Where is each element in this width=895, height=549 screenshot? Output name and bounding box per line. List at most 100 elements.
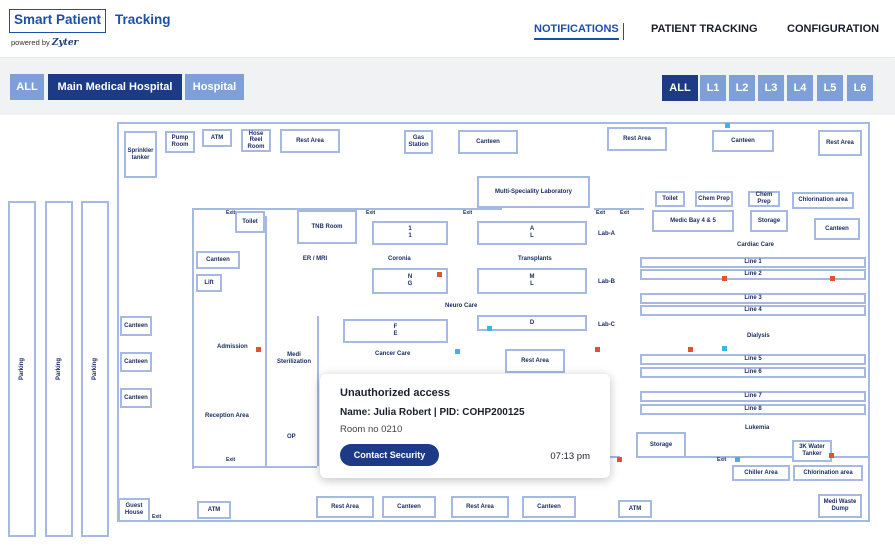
room-label: Multi-Speciality Laboratory — [494, 188, 572, 195]
room-label: Canteen — [397, 503, 421, 510]
room-label: Rest Area — [826, 139, 854, 146]
room-tnb[interactable]: TNB Room — [297, 210, 357, 244]
patient-marker[interactable] — [487, 326, 492, 331]
room-canteen-left[interactable]: Canteen — [196, 251, 240, 269]
room-toilet-left[interactable]: Toilet — [235, 211, 265, 233]
location-filter-main-medical-hospital[interactable]: Main Medical Hospital — [48, 74, 182, 100]
room-label: Canteen — [537, 503, 561, 510]
level-filter-l4[interactable]: L4 — [787, 75, 813, 101]
room-label: Canteen — [825, 225, 849, 232]
room-canteen-l3[interactable]: Canteen — [120, 388, 152, 408]
room-chiller-area[interactable]: Chiller Area — [732, 465, 790, 481]
room-line-6[interactable]: Line 6 — [640, 367, 866, 378]
room-label: Rest Area — [296, 137, 324, 144]
room-chlorination-top[interactable]: Chlorination area — [792, 192, 854, 209]
room-multi-speciality-lab[interactable]: Multi-Speciality Laboratory — [477, 176, 590, 208]
room-atm-bottom-left[interactable]: ATM — [197, 501, 231, 519]
room-canteen-l1[interactable]: Canteen — [120, 316, 152, 336]
room-label: Guest House — [124, 503, 144, 516]
nav-configuration[interactable]: CONFIGURATION — [787, 23, 880, 35]
room-er-mri[interactable]: ER / MRI — [295, 253, 335, 265]
room-atm-bottom-right[interactable]: ATM — [618, 500, 652, 518]
room-canteen-b2[interactable]: Canteen — [522, 496, 576, 518]
alert-marker[interactable] — [437, 272, 442, 277]
room-chlorination-bottom[interactable]: Chlorination area — [793, 465, 863, 481]
floor-map[interactable]: Parking Parking Parking Sprinkler tanker… — [0, 116, 895, 549]
nav-notifications[interactable]: NOTIFICATIONS — [534, 23, 624, 40]
room-medi-sterilization[interactable]: Medi Sterilization — [276, 349, 312, 369]
room-chem-prep-1[interactable]: Chem Prep — [695, 191, 733, 207]
patient-marker[interactable] — [735, 457, 740, 462]
room-rest-area-b2[interactable]: Rest Area — [451, 496, 509, 518]
label-neuro-care: Neuro Care — [445, 303, 478, 309]
room-medi-waste[interactable]: Medi Waste Dump — [818, 494, 862, 518]
room-atm-top[interactable]: ATM — [202, 129, 232, 147]
alert-marker[interactable] — [256, 347, 261, 352]
alert-marker[interactable] — [829, 453, 834, 458]
exit-label: Exit — [620, 210, 630, 216]
room-rest-area-center[interactable]: Rest Area — [505, 349, 565, 373]
room-sprinkler-tanker[interactable]: Sprinkler tanker — [124, 131, 157, 178]
room-rest-area-b1[interactable]: Rest Area — [316, 496, 374, 518]
room-chem-prep-2[interactable]: Chem Prep — [748, 191, 780, 207]
room-rest-area-top-mid[interactable]: Rest Area — [607, 127, 667, 151]
alert-marker[interactable] — [688, 347, 693, 352]
room-canteen-right[interactable]: Canteen — [814, 218, 860, 240]
room-canteen-top[interactable]: Canteen — [458, 130, 518, 154]
room-lift[interactable]: Lift — [196, 274, 222, 292]
room-label: TNB Room — [311, 223, 343, 230]
room-rest-area-top-right[interactable]: Rest Area — [818, 130, 862, 156]
brand-logo[interactable]: Smart Patient Tracking — [9, 9, 171, 34]
room-canteen-l2[interactable]: Canteen — [120, 352, 152, 372]
nav-patient-tracking[interactable]: PATIENT TRACKING — [651, 23, 758, 35]
patient-marker[interactable] — [722, 346, 727, 351]
level-filter-all[interactable]: ALL — [662, 75, 698, 101]
patient-marker[interactable] — [725, 123, 730, 128]
room-line-2[interactable]: Line 2 — [640, 269, 866, 280]
room-label: Rest Area — [521, 357, 549, 364]
contact-security-button[interactable]: Contact Security — [340, 444, 439, 466]
room-canteen-b1[interactable]: Canteen — [382, 496, 436, 518]
room-guest-house[interactable]: Guest House — [118, 498, 150, 522]
room-line-5[interactable]: Line 5 — [640, 354, 866, 365]
room-label: Toilet — [242, 218, 258, 225]
location-filter-all[interactable]: ALL — [10, 74, 44, 100]
room-medic-bay[interactable]: Medic Bay 4 & 5 — [652, 210, 734, 232]
room-rest-area-top-left[interactable]: Rest Area — [280, 129, 340, 153]
room-label: Line 1 — [744, 259, 762, 266]
room-label: Lift — [204, 279, 214, 286]
location-filter-hospital[interactable]: Hospital — [185, 74, 244, 100]
alert-marker[interactable] — [595, 347, 600, 352]
level-filter-l2[interactable]: L2 — [729, 75, 755, 101]
patient-marker[interactable] — [455, 349, 460, 354]
room-storage-top[interactable]: Storage — [750, 210, 788, 232]
alert-marker[interactable] — [722, 276, 727, 281]
room-line-8[interactable]: Line 8 — [640, 404, 866, 415]
level-filter-l5[interactable]: L5 — [817, 75, 843, 101]
room-block-d[interactable]: D — [477, 315, 587, 331]
room-hose-reel[interactable]: Hose Reel Room — [241, 129, 271, 152]
level-filter-l3[interactable]: L3 — [758, 75, 784, 101]
room-line-3[interactable]: Line 3 — [640, 293, 866, 304]
room-canteen-top-right[interactable]: Canteen — [712, 130, 774, 152]
room-label: Canteen — [124, 394, 148, 401]
level-filter-l6[interactable]: L6 — [847, 75, 873, 101]
room-line-4[interactable]: Line 4 — [640, 305, 866, 316]
map-wall — [117, 122, 119, 522]
alert-marker[interactable] — [617, 457, 622, 462]
room-label: Storage — [649, 441, 673, 448]
room-storage-bottom[interactable]: Storage — [636, 432, 686, 458]
room-toilet-right[interactable]: Toilet — [655, 191, 685, 207]
room-gas-station[interactable]: Gas Station — [404, 130, 433, 154]
room-line-7[interactable]: Line 7 — [640, 391, 866, 402]
alert-marker[interactable] — [830, 276, 835, 281]
room-water-tanker[interactable]: 3K Water Tanker — [792, 440, 832, 462]
room-pump[interactable]: Pump Room — [165, 131, 195, 153]
level-filter-l1[interactable]: L1 — [700, 75, 726, 101]
room-line-1[interactable]: Line 1 — [640, 257, 866, 268]
